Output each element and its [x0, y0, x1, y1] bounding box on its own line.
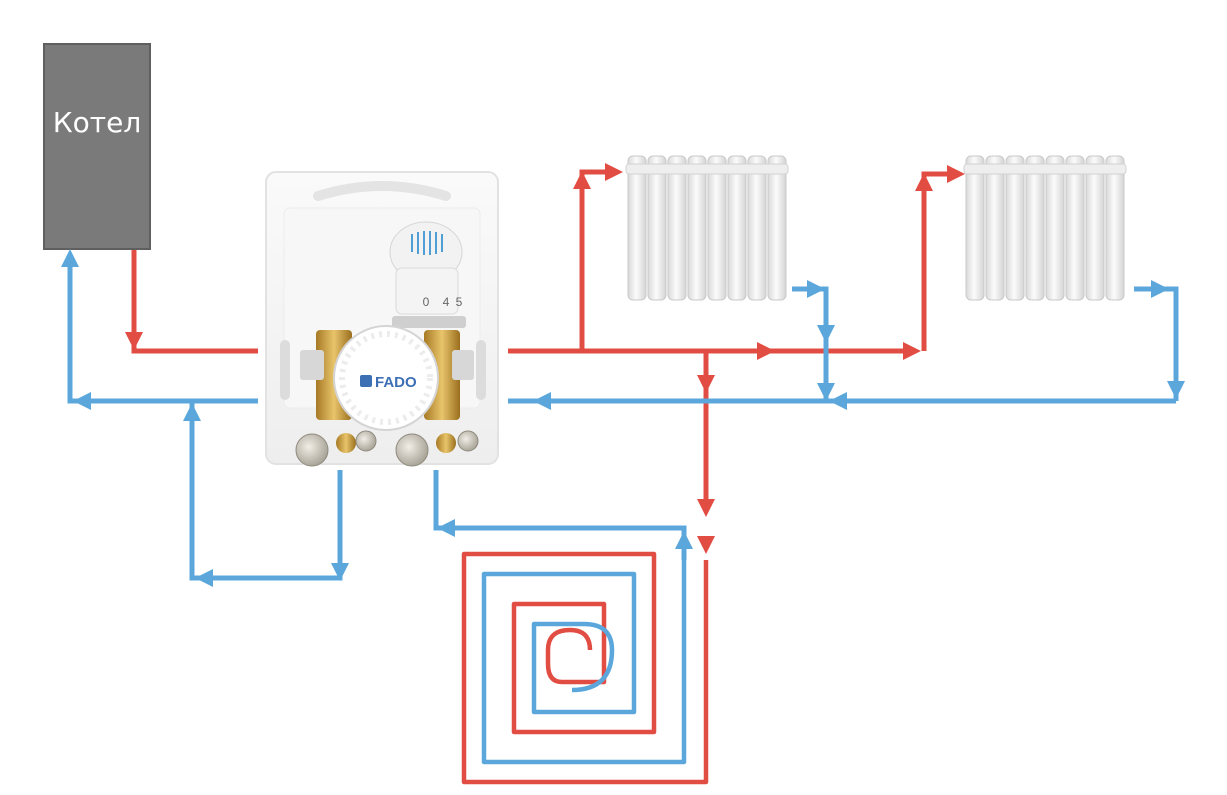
flow-arrow-icon — [533, 392, 551, 410]
radiator-section — [627, 155, 647, 301]
flow-arrow-icon — [61, 249, 79, 267]
radiator-2 — [963, 155, 1127, 301]
flow-arrow-icon — [1151, 280, 1169, 298]
flow-arrow-icon — [331, 563, 349, 581]
radiator-section — [1085, 155, 1105, 301]
radiator-section — [985, 155, 1005, 301]
radiator-1-supply — [579, 169, 608, 351]
flow-arrow-icon — [903, 342, 921, 360]
dial-mark-5: 5 — [456, 295, 463, 309]
pipe-connectors — [295, 430, 479, 467]
flow-arrow-icon — [1167, 381, 1185, 399]
circulation-pump-icon: FADO — [333, 325, 439, 431]
radiator-2-supply — [921, 171, 948, 351]
flow-arrow-icon — [915, 173, 933, 191]
brand-logo-icon — [360, 375, 372, 387]
flow-arrow-icon — [757, 342, 775, 360]
floor-loop-return-coil — [481, 560, 687, 765]
dial-mark-4: 4 — [443, 295, 450, 309]
boiler-icon — [43, 43, 151, 250]
bypass-loop-pipe — [189, 401, 343, 581]
radiator-section — [747, 155, 767, 301]
brand-label: FADO — [375, 374, 417, 391]
radiator-icon — [625, 155, 789, 301]
floor-loop-supply-coil — [461, 551, 709, 785]
thermostat-head-icon: 0 4 5 — [389, 221, 466, 328]
unit-handle — [313, 181, 451, 201]
floor-loop-return-center — [571, 621, 615, 693]
flow-arrow-icon — [437, 519, 455, 537]
radiator-1 — [625, 155, 789, 301]
radiator-top-rail — [625, 163, 789, 175]
radiator-section — [647, 155, 667, 301]
mixing-unit-icon: 0 4 5 FADO — [265, 171, 499, 467]
radiator-section — [965, 155, 985, 301]
underfloor-heating-loop — [461, 551, 709, 785]
boiler-label: Котел — [53, 106, 141, 139]
radiator-1-return — [792, 286, 829, 401]
radiator-section — [1045, 155, 1065, 301]
flow-arrow-icon — [807, 280, 825, 298]
flow-arrow-icon — [697, 375, 715, 393]
boiler-supply-pipe — [131, 250, 258, 354]
radiator-top-rail — [963, 163, 1127, 175]
floor-return-pipe — [433, 470, 687, 560]
radiator-2-return — [1134, 286, 1179, 401]
flow-arrow-icon — [697, 536, 715, 554]
radiator-section — [1105, 155, 1125, 301]
flow-arrow-icon — [697, 499, 715, 517]
radiator-section — [727, 155, 747, 301]
flow-arrow-icon — [183, 403, 201, 421]
radiator-section — [1065, 155, 1085, 301]
pipe-network — [61, 163, 1185, 587]
radiator-section — [687, 155, 707, 301]
flow-arrow-icon — [947, 165, 965, 183]
flow-arrow-icon — [73, 392, 91, 410]
radiator-section — [767, 155, 787, 301]
flow-arrow-icon — [817, 325, 835, 343]
radiator-icon — [963, 155, 1127, 301]
dial-mark-0: 0 — [423, 295, 430, 309]
flow-arrow-icon — [125, 332, 143, 350]
radiator-section — [1005, 155, 1025, 301]
flow-arrow-icon — [573, 171, 591, 189]
boiler: Котел — [43, 43, 151, 250]
radiator-section — [1025, 155, 1045, 301]
flow-arrow-icon — [675, 531, 693, 549]
flow-arrow-icon — [829, 392, 847, 410]
boiler-return-pipe — [67, 260, 258, 404]
flow-arrow-icon — [817, 383, 835, 401]
flow-arrow-icon — [195, 569, 213, 587]
flow-arrow-icon — [605, 163, 623, 181]
radiator-section — [707, 155, 727, 301]
radiator-section — [667, 155, 687, 301]
